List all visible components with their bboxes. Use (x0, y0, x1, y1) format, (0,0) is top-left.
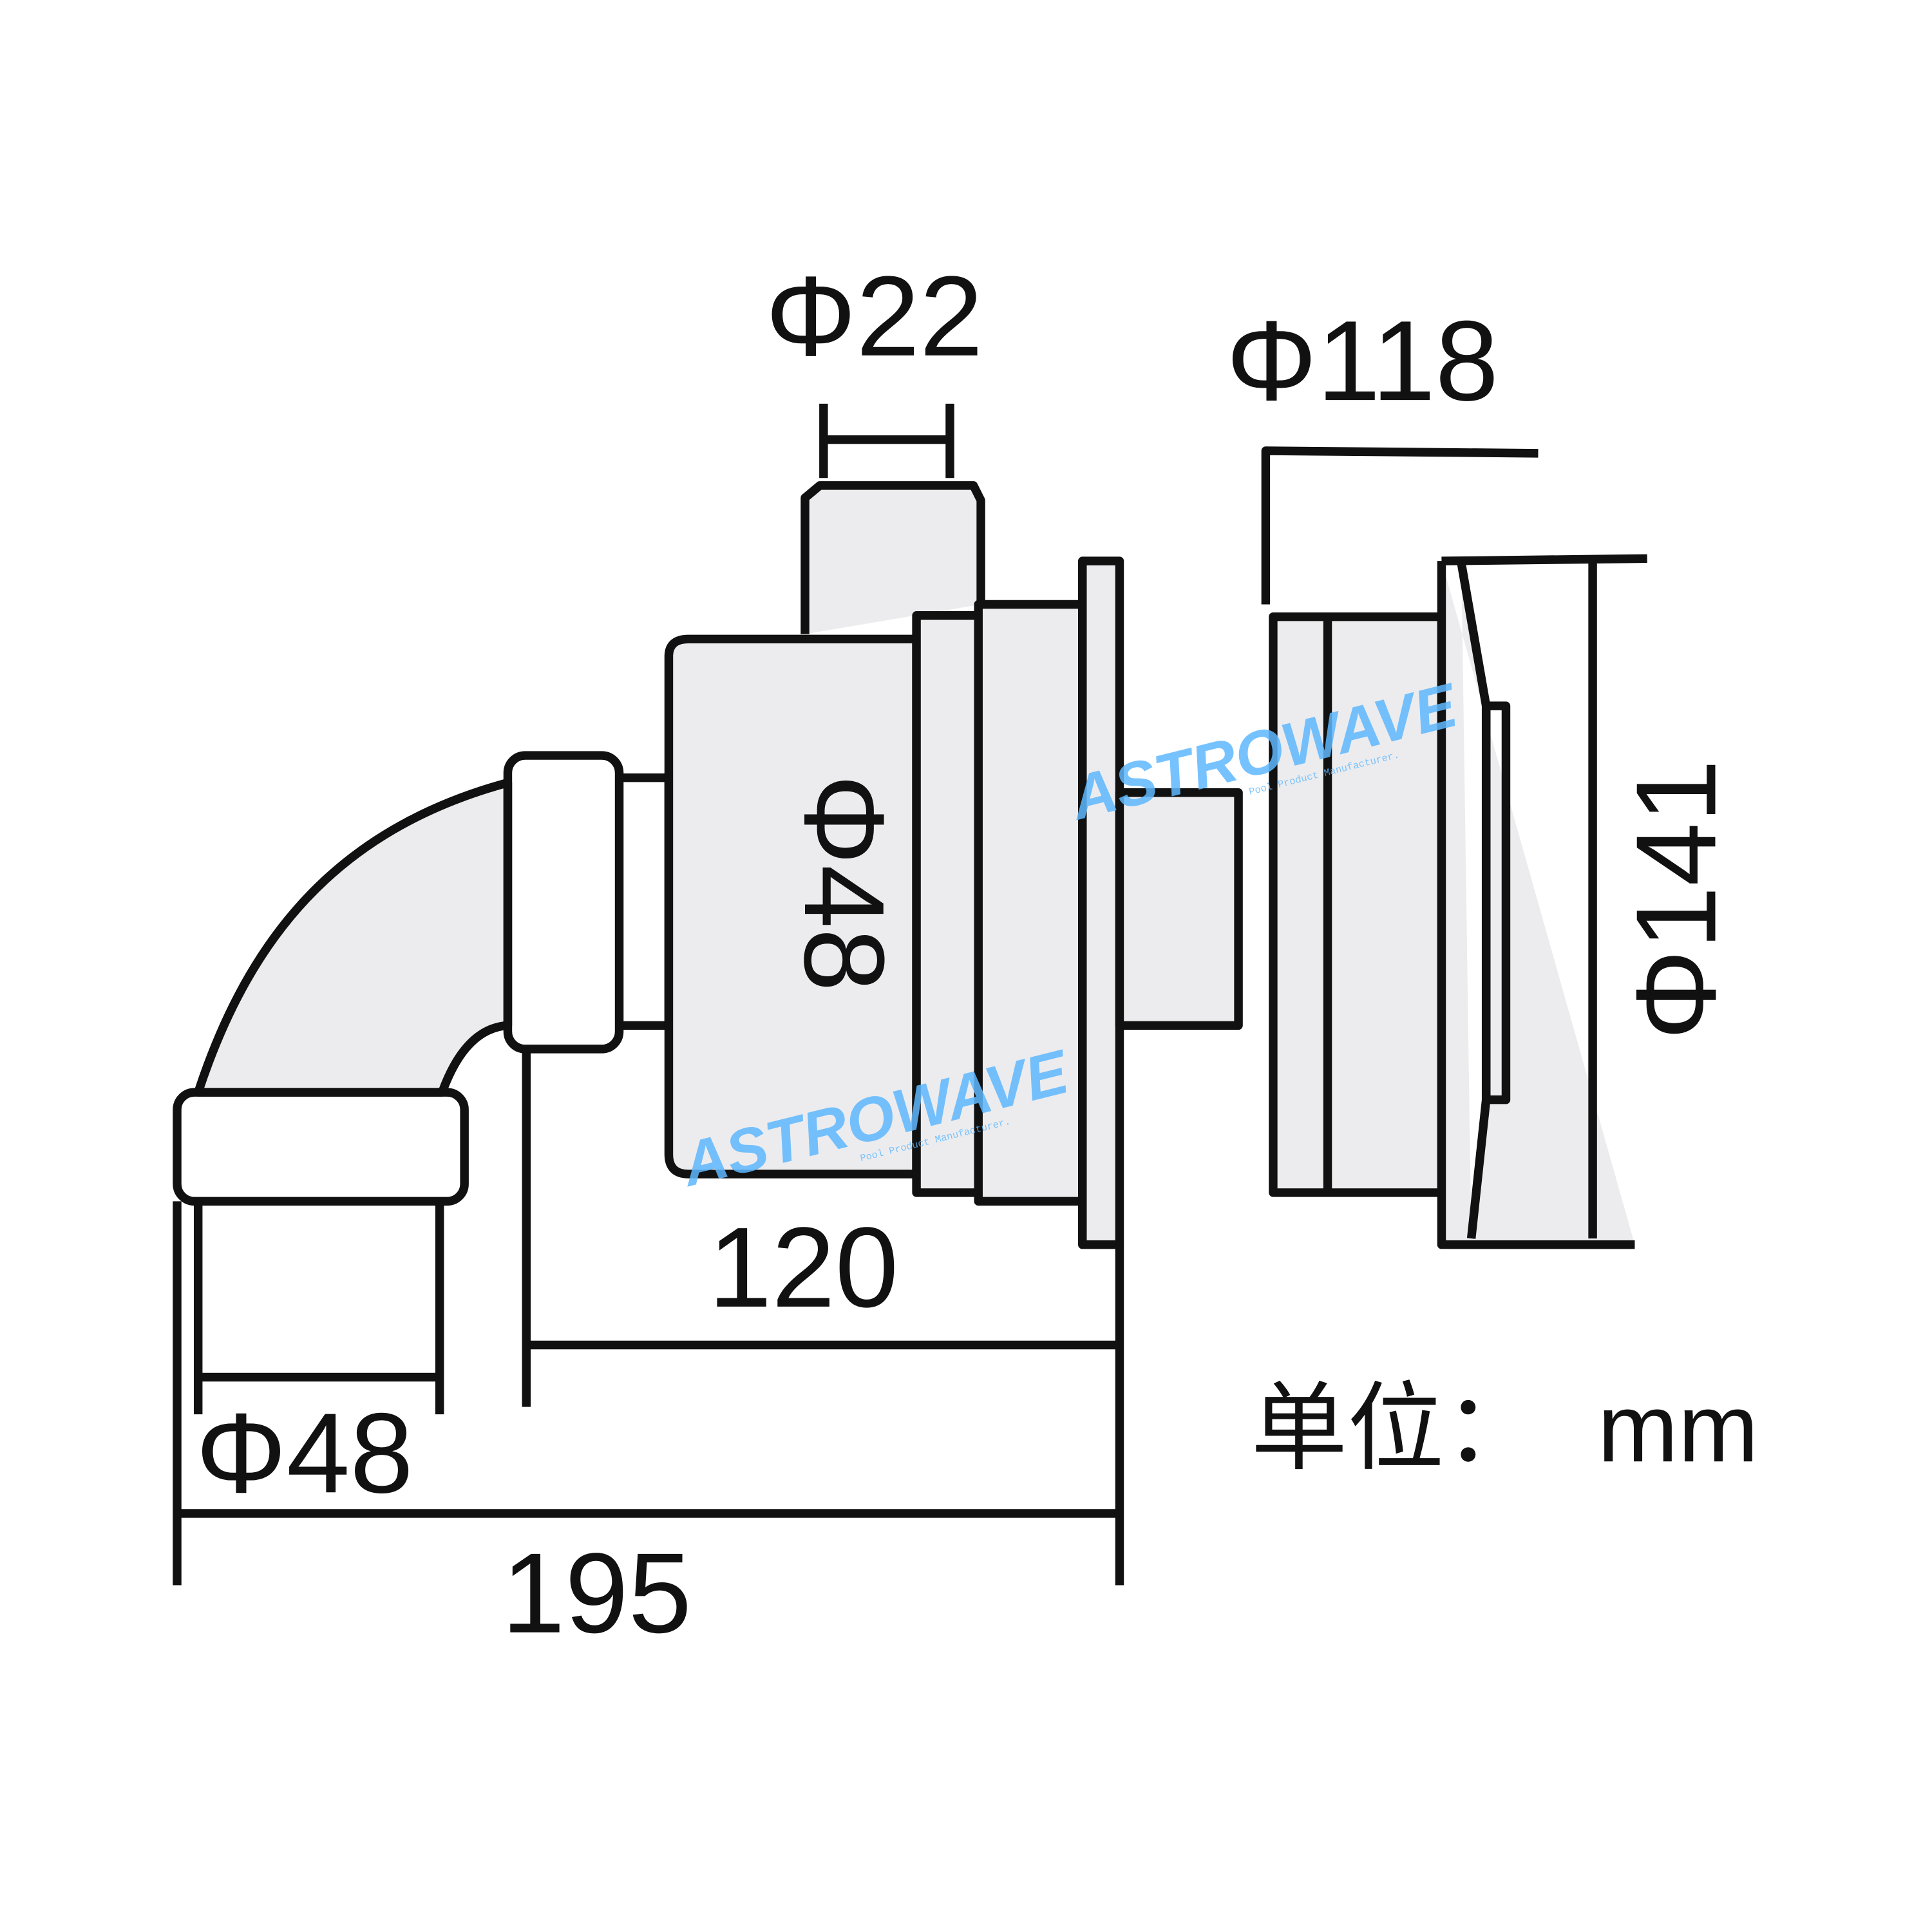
dim-outer-phi141: Φ141 (1613, 759, 1739, 1040)
dim-height-120: 120 (708, 1204, 898, 1331)
elbow-pipe (173, 751, 624, 1586)
dim-pipe-phi48: Φ48 (196, 1390, 413, 1517)
flange-assembly (1269, 554, 1647, 1249)
unit-value: mm (1598, 1374, 1759, 1482)
dim-inlet-phi22: Φ22 (765, 253, 983, 380)
pump-body (664, 481, 1243, 1586)
dim-pipe-phi48-vertical: Φ48 (781, 774, 907, 992)
unit-label: 单位： (1251, 1374, 1540, 1482)
dim-flange-phi118: Φ118 (1226, 298, 1499, 424)
dim-length-195: 195 (502, 1530, 692, 1657)
dimension-lines (177, 403, 1539, 1518)
